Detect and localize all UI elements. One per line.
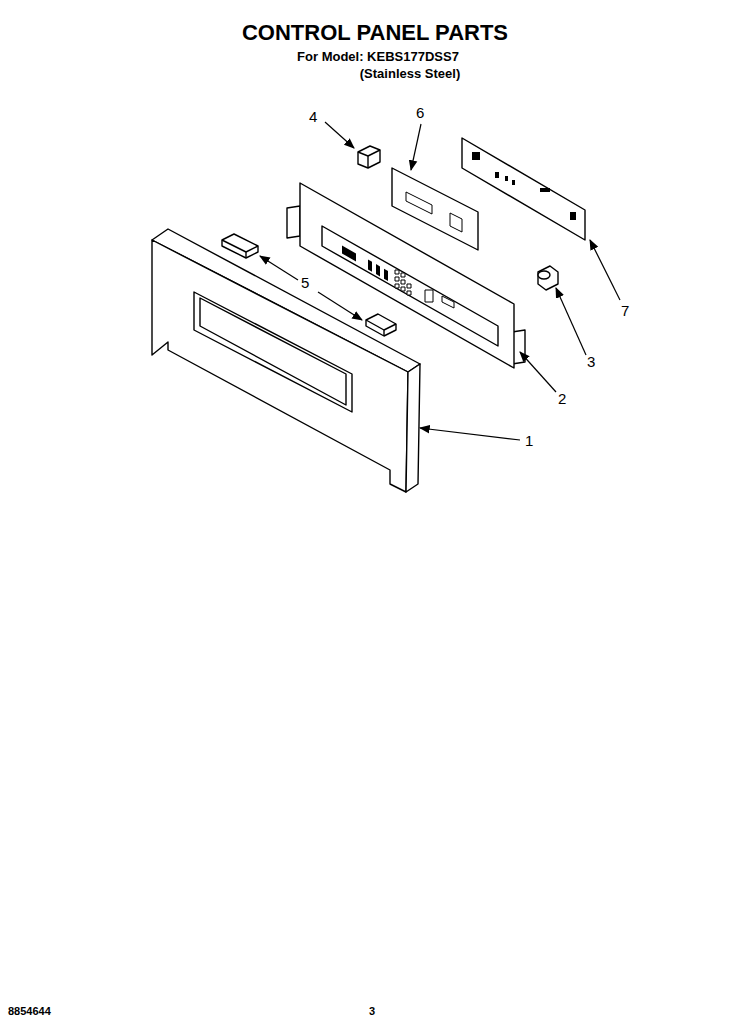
leader-lines xyxy=(260,122,620,440)
trim-window xyxy=(194,292,352,412)
bracket xyxy=(366,314,396,336)
model-finish: (Stainless Steel) xyxy=(360,67,460,80)
bracket xyxy=(222,234,258,258)
diagram-title: CONTROL PANEL PARTS xyxy=(242,22,508,44)
page-number: 3 xyxy=(369,1006,375,1017)
overlay xyxy=(392,168,478,250)
trim-window-inner xyxy=(200,298,346,405)
callout-number: 6 xyxy=(416,105,424,120)
knob xyxy=(538,266,558,290)
control-board xyxy=(462,138,585,240)
panel-tab xyxy=(287,206,300,238)
document-number: 8854644 xyxy=(8,1006,51,1017)
callout-number: 4 xyxy=(309,109,317,124)
trim-end xyxy=(406,364,420,492)
callout-number: 2 xyxy=(558,391,566,406)
callout-number: 7 xyxy=(621,303,629,318)
model-number: For Model: KEBS177DSS7 xyxy=(297,50,459,63)
callout-number: 5 xyxy=(301,275,309,290)
spacer xyxy=(358,146,380,168)
callout-number: 1 xyxy=(525,433,533,448)
callout-number: 3 xyxy=(587,354,595,369)
